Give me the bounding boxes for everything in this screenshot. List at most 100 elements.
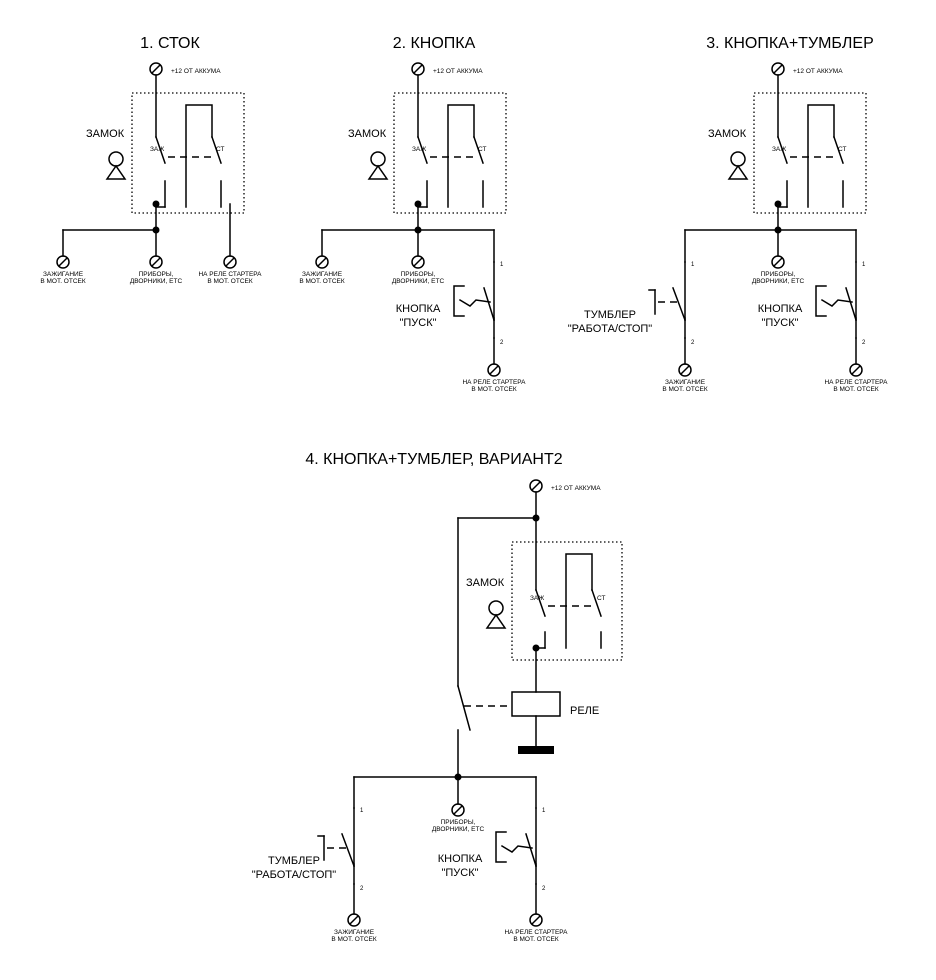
button-label-line1: КНОПКА [396, 303, 441, 315]
terminal-slash [316, 256, 328, 268]
instruments-output-label-line1: ПРИБОРЫ, [401, 271, 436, 278]
terminal-ring [347, 913, 361, 927]
button-bracket [815, 285, 827, 317]
button-pin1: 1 [862, 262, 866, 268]
instruments-output-label-line1: ПРИБОРЫ, [139, 271, 174, 278]
ignition-key-icon [367, 151, 389, 180]
starter-relay-output-terminal-icon [223, 255, 237, 269]
button-label-line2: "ПУСК" [761, 317, 798, 329]
lock-label: ЗАМОК [466, 577, 505, 589]
button-actuator-icon [500, 844, 533, 853]
lock-switch-box [131, 92, 245, 214]
ignition-contact-label: ЗАЖ [150, 146, 164, 153]
ignition-contact-label: ЗАЖ [772, 146, 786, 153]
button-bracket [453, 285, 465, 317]
toggle-pin2: 2 [360, 886, 364, 892]
terminal-slash [772, 63, 784, 75]
terminal-ring [529, 913, 543, 927]
ignition-contact-label: ЗАЖ [530, 595, 544, 602]
terminal-slash [530, 914, 542, 926]
terminal-slash [412, 256, 424, 268]
ignition-contact-label: ЗАЖ [412, 146, 426, 153]
terminal-ring [149, 255, 163, 269]
ignition-output-label-line2: В МОТ. ОТСЕК [40, 278, 86, 285]
battery-supply-label: +12 ОТ АККУМА [551, 485, 601, 492]
ignition-contact-blade [535, 589, 546, 617]
relay-label: РЕЛЕ [570, 705, 599, 717]
key-base [105, 164, 127, 180]
lock-switch-box [753, 92, 867, 214]
ignition-output-label-line1: ЗАЖИГАНИЕ [43, 271, 84, 278]
starter-relay-output-label-line1: НА РЕЛЕ СТАРТЕРА [504, 929, 568, 936]
starter-relay-output-label-line2: В МОТ. ОТСЕК [513, 936, 559, 943]
start-contact-feed [807, 104, 835, 208]
terminal-slash [57, 256, 69, 268]
instruments-output-terminal-icon [771, 255, 785, 269]
ground-icon [518, 746, 554, 754]
ignition-key-icon [485, 600, 507, 629]
terminal-ring [56, 255, 70, 269]
toggle-blade [672, 287, 686, 321]
start-contact-feed [185, 104, 213, 208]
button-pin2: 2 [542, 886, 546, 892]
ignition-output-label-line1: ЗАЖИГАНИЕ [334, 929, 375, 936]
terminal-ring [771, 255, 785, 269]
ignition-contact-blade [417, 136, 428, 164]
lock-label: ЗАМОК [348, 128, 387, 140]
lock-switch-box [511, 541, 623, 661]
button-blade [483, 287, 495, 321]
button-blade [525, 833, 537, 867]
ignition-key-icon [727, 151, 749, 180]
terminal-ring [315, 255, 329, 269]
button-label-line1: КНОПКА [438, 853, 483, 865]
button-actuator-icon [820, 298, 853, 307]
start-contact-blade [211, 136, 222, 164]
instruments-output-label-line2: ДВОРНИКИ, ЕТС [130, 278, 183, 285]
terminal-ring [487, 363, 501, 377]
toggle-blade [341, 833, 355, 867]
toggle-label-line1: ТУМБЛЕР [268, 855, 320, 867]
ignition-output-label-line1: ЗАЖИГАНИЕ [665, 379, 706, 386]
ignition-output-terminal-icon [315, 255, 329, 269]
toggle-label-line2: "РАБОТА/СТОП" [568, 323, 653, 335]
start-contact-label: СТ [838, 146, 846, 153]
button-pin1: 1 [542, 808, 546, 814]
instruments-output-label-line1: ПРИБОРЫ, [761, 271, 796, 278]
toggle-pin1: 1 [360, 808, 364, 814]
key-base [727, 164, 749, 180]
battery-supply-label: +12 ОТ АККУМА [171, 68, 221, 75]
terminal-ring [849, 363, 863, 377]
starter-relay-output-terminal-icon [849, 363, 863, 377]
ignition-contact-blade [777, 136, 788, 164]
button-blade [845, 287, 857, 321]
button-label-line2: "ПУСК" [441, 867, 478, 879]
starter-relay-output-label-line2: В МОТ. ОТСЕК [471, 386, 517, 393]
terminal-ring [411, 255, 425, 269]
starter-relay-output-terminal-icon [487, 363, 501, 377]
instruments-output-label-line2: ДВОРНИКИ, ЕТС [392, 278, 445, 285]
toggle-label-line2: "РАБОТА/СТОП" [252, 869, 337, 881]
ignition-output-label-line2: В МОТ. ОТСЕК [662, 386, 708, 393]
terminal-ring [678, 363, 692, 377]
instruments-output-label-line2: ДВОРНИКИ, ЕТС [752, 278, 805, 285]
button-label-line2: "ПУСК" [399, 317, 436, 329]
lock-label: ЗАМОК [86, 128, 125, 140]
button-bracket [495, 831, 507, 863]
start-contact-label: СТ [216, 146, 224, 153]
starter-relay-output-terminal-icon [529, 913, 543, 927]
starter-relay-output-label-line2: В МОТ. ОТСЕК [207, 278, 253, 285]
start-contact-feed [565, 553, 593, 649]
terminal-slash [679, 364, 691, 376]
start-contact-blade [473, 136, 484, 164]
lock-label: ЗАМОК [708, 128, 747, 140]
ignition-output-terminal-icon [56, 255, 70, 269]
terminal-slash [530, 480, 542, 492]
relay-contact-blade [457, 685, 471, 731]
start-contact-feed [447, 104, 475, 208]
terminal-slash [348, 914, 360, 926]
